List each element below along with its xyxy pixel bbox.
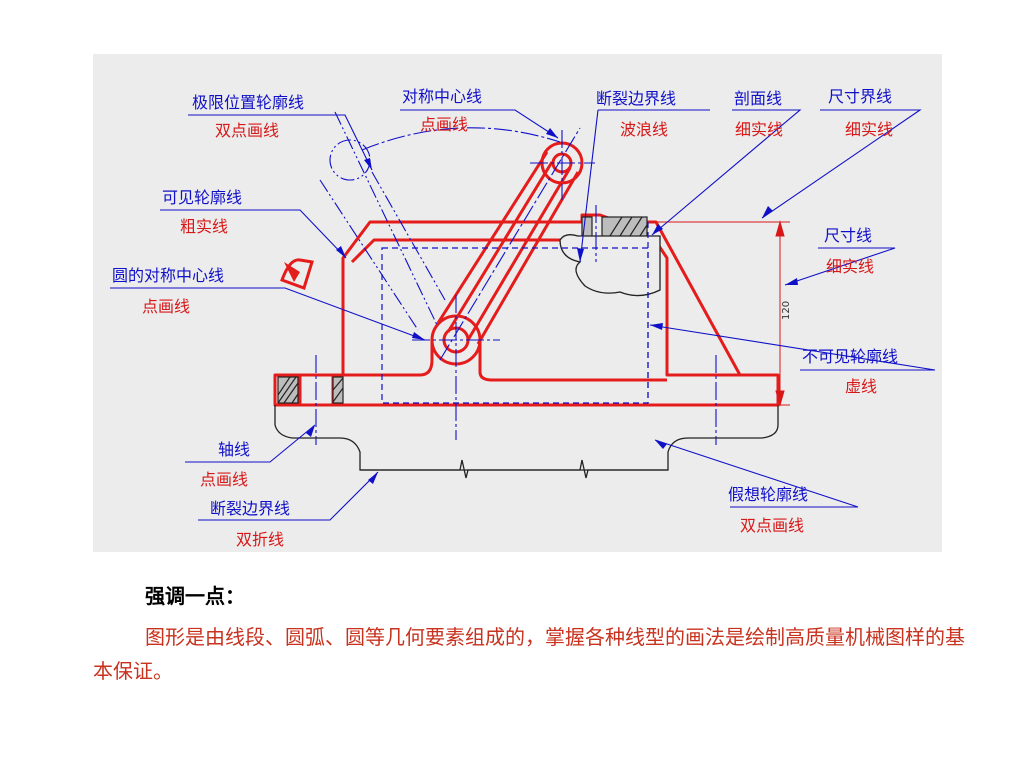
small-leader-arrow <box>284 262 300 282</box>
dimension-text: 120 <box>781 301 792 320</box>
label-section-name: 剖面线 <box>734 89 782 108</box>
label-limit-name: 极限位置轮廓线 <box>192 93 304 112</box>
label-hidden-name: 不可见轮廓线 <box>802 347 898 366</box>
label-section-type: 细实线 <box>735 120 783 139</box>
label-limit-type: 双点画线 <box>215 121 279 140</box>
label-break-bot-type: 双折线 <box>236 530 284 549</box>
dimension-120 <box>650 220 790 407</box>
label-axis-type: 点画线 <box>200 470 248 489</box>
section-hatching <box>277 216 648 404</box>
label-visible-name: 可见轮廓线 <box>162 188 242 207</box>
leader-lines <box>110 109 936 521</box>
label-dimline-name: 尺寸线 <box>824 226 872 245</box>
double-break-lines <box>360 459 668 479</box>
label-dimline-type: 细实线 <box>826 257 874 276</box>
label-dimext-type: 细实线 <box>845 120 893 139</box>
emphasis-heading: 强调一点： <box>145 584 245 608</box>
label-circle-name: 圆的对称中心线 <box>112 266 224 285</box>
label-break-bot-name: 断裂边界线 <box>210 499 290 518</box>
label-hidden-type: 虚线 <box>845 377 877 396</box>
label-sym-type: 点画线 <box>420 115 468 134</box>
label-sym-name: 对称中心线 <box>402 87 482 106</box>
label-phantom-name: 假想轮廓线 <box>728 485 808 504</box>
label-visible-type: 粗实线 <box>180 217 228 236</box>
label-axis-name: 轴线 <box>218 440 250 459</box>
label-circle-type: 点画线 <box>142 297 190 316</box>
label-break-top-type: 波浪线 <box>620 120 668 139</box>
label-dimext-name: 尺寸界线 <box>828 87 892 106</box>
hidden-lines <box>381 222 649 404</box>
line-types-diagram: 120 极限位置轮廓线 双点画线 对称中心线 点画线 <box>93 54 942 552</box>
diagram-background <box>93 54 942 552</box>
label-break-top-name: 断裂边界线 <box>596 89 676 108</box>
label-phantom-type: 双点画线 <box>740 516 804 535</box>
center-lines <box>315 127 717 445</box>
labels: 极限位置轮廓线 双点画线 对称中心线 点画线 断裂边界线 波浪线 剖面线 细实线… <box>112 87 898 549</box>
leader-arrows <box>306 128 798 484</box>
break-region-top <box>559 234 661 297</box>
summary-paragraph: 图形是由线段、圆弧、圆等几何要素组成的，掌握各种线型的画法是绘制高质量机械图样的… <box>93 625 965 683</box>
